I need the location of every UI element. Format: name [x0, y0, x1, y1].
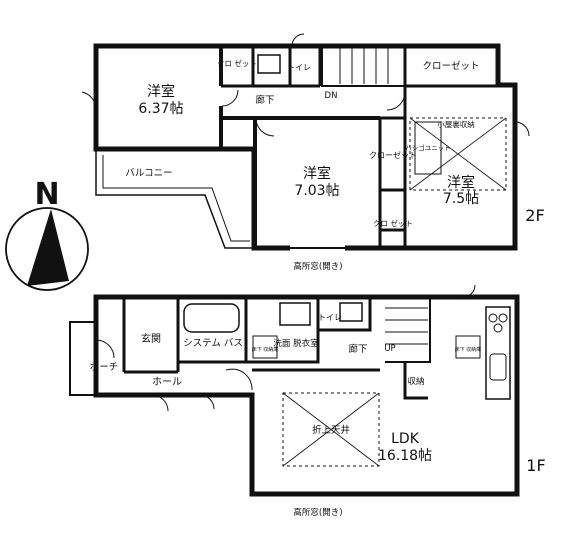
coffered-ceiling-cross: [282, 392, 380, 467]
stove-burner-2: [498, 313, 508, 323]
door-hall-a: [151, 394, 169, 412]
first-floor: [69, 284, 520, 497]
toilet-2f-fixture: [257, 54, 281, 74]
door-room-b: [255, 117, 275, 137]
room-a-name: 洋室: [147, 83, 175, 100]
toilet-1f-walls: [318, 297, 372, 332]
washroom-label: 洗面 脱衣室: [273, 338, 319, 349]
door-room-a: [221, 89, 239, 107]
high-window-2f: [290, 245, 345, 251]
second-floor-labels: 洋室 6.37帖 洋室 7.03帖 洋室 7.5帖 クロ ゼット クロ ゼット …: [125, 58, 544, 272]
ldk-name: LDK: [391, 431, 420, 447]
ladder-label: ハシゴユニット: [405, 143, 451, 152]
balcony-outline: [95, 149, 254, 249]
compass-north-label: N: [34, 177, 59, 212]
hall-label: ホール: [152, 376, 182, 388]
stair-dn-label: DN: [325, 91, 338, 101]
storage-1f-walls: [403, 362, 428, 400]
balcony-label: バルコニー: [125, 168, 172, 179]
attic-storage-label: 小屋裏収納: [437, 119, 475, 129]
attic-hatch: [409, 117, 507, 191]
floor-label-2f: 2F: [525, 206, 544, 225]
ladder-unit: [414, 121, 442, 175]
high-window-1f-label: 高所窓(開き): [293, 507, 342, 518]
door-ldk: [225, 368, 253, 391]
closet-small-a-label: クロ ゼット: [217, 58, 257, 68]
floor-storage-a-label: 床下 収納庫: [252, 346, 279, 353]
bathtub: [183, 303, 240, 333]
toilet-1f-label: トイレ: [318, 313, 342, 322]
room-b-name: 洋室: [303, 165, 331, 182]
hallway-1f-label: 廊下: [348, 343, 367, 355]
high-window-2f-label: 高所窓(開き): [293, 261, 342, 272]
floor-storage-b-label: 床下 収納庫: [455, 346, 482, 353]
system-bath-label: システム バス: [183, 338, 243, 349]
closet-tall-label: クローゼット: [369, 150, 417, 160]
floor-storage-b-box: [455, 335, 481, 359]
room-c-name: 洋室: [447, 174, 475, 191]
door-room-c: [386, 91, 406, 111]
kitchen-sink: [489, 353, 507, 381]
stairs-2f-treads: [339, 48, 389, 84]
attic-hatch-cross: [409, 117, 507, 191]
room-b-size: 7.03帖: [294, 183, 339, 199]
hallway-2f-label: 廊下: [255, 94, 274, 106]
room-a-size: 6.37帖: [138, 101, 183, 117]
storage-1f-label: 収納: [407, 376, 424, 387]
door-kitchen-top: [462, 284, 476, 298]
balcony-inner: [102, 155, 250, 242]
closet-top-label: クローゼット: [422, 60, 479, 72]
coffered-ceiling-outline: [282, 392, 380, 467]
ldk-size: 16.18帖: [378, 448, 432, 464]
entrance-label: 玄関: [141, 332, 161, 345]
compass-needle: [27, 209, 69, 286]
second-floor: [81, 33, 530, 251]
porch-label: ポーチ: [90, 362, 119, 373]
first-floor-outer-wall: [93, 294, 520, 497]
kitchen-counter: [485, 306, 511, 400]
coffered-ceiling-label: 折上天井: [312, 424, 350, 436]
toilet-1f-fixture: [339, 302, 363, 322]
floor-storage-a-box: [252, 335, 278, 359]
compass: N: [5, 177, 89, 291]
bath-walls: [176, 297, 248, 364]
washroom-walls: [246, 297, 320, 364]
closet-small-b-label: クロ ゼット: [373, 218, 413, 228]
closet-small-b-walls: [378, 190, 407, 248]
compass-circle: [5, 207, 89, 291]
stove-burner-3: [493, 323, 503, 333]
door-hall-b: [199, 394, 215, 410]
room-c-size: 7.5帖: [443, 191, 479, 207]
door-porch: [95, 339, 115, 359]
washbasin: [279, 302, 311, 326]
door-2f-left: [81, 91, 97, 109]
first-floor-labels: 玄関 ポーチ ホール システム バス 洗面 脱衣室 トイレ 廊下 UP 収納 折…: [90, 313, 546, 518]
second-floor-outer-wall: [93, 43, 518, 251]
door-2f-right: [514, 121, 530, 137]
porch-outline: [69, 321, 96, 396]
stairs-1f-treads: [385, 307, 428, 345]
door-2f-top: [291, 33, 305, 47]
stairs-1f-frame: [370, 296, 431, 363]
stove-burner-1: [488, 313, 498, 323]
toilet-2f-label: トイレ: [287, 63, 311, 72]
high-window-1f: [292, 491, 345, 497]
stair-up-label: UP: [384, 344, 395, 354]
toilet-2f-walls: [251, 46, 322, 88]
closet-tall-walls: [378, 116, 407, 192]
floor-label-1f: 1F: [526, 456, 545, 475]
